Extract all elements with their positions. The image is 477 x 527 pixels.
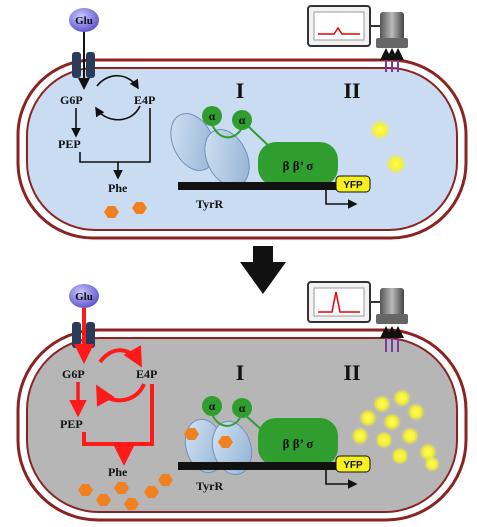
region-label-2: II [343, 78, 360, 103]
rnap-complex [258, 418, 338, 466]
alpha-subunit [232, 110, 252, 130]
glucose-molecule [69, 284, 99, 308]
yfp-fluorescence [370, 120, 390, 140]
tyrr-label: TyrR [196, 479, 223, 493]
phe-molecule [96, 494, 111, 506]
phe-molecule [158, 474, 173, 486]
yfp-gene [335, 455, 371, 473]
transporter-right [86, 52, 95, 78]
pep-label: PEP [58, 137, 81, 151]
rnap-label: β β’ σ [283, 436, 314, 451]
phe-molecule [104, 206, 119, 218]
alpha-subunit [232, 398, 252, 418]
glucose-label: Glu [75, 291, 93, 303]
yfp-label: YFP [343, 180, 363, 191]
detector-head [380, 12, 404, 40]
alpha-subunit [202, 106, 222, 126]
transporter-left [72, 322, 81, 348]
tyrr-protein [211, 420, 253, 476]
rnap-label: β β’ σ [283, 158, 314, 173]
cell-membrane [16, 58, 468, 240]
e4p-label: E4P [134, 93, 155, 107]
region-label-1: I [236, 78, 245, 103]
glucose-label: Glu [75, 15, 93, 27]
alpha-label: α [239, 113, 246, 127]
glucose-molecule [69, 8, 99, 32]
cell-membrane [16, 328, 468, 522]
bottom-panel: Glu G6P E4P PEP Phe α α β β’ σ [16, 281, 468, 522]
e4p-label: E4P [136, 367, 157, 381]
dna-strand [178, 182, 338, 190]
phe-bound [184, 428, 199, 440]
transition-arrow [240, 246, 286, 294]
phe-molecule [124, 498, 139, 510]
alpha-label: α [209, 399, 216, 413]
rnap-complex [258, 142, 338, 186]
signal-trace [318, 26, 360, 35]
detector-head [380, 288, 404, 316]
transporter-left [72, 52, 81, 78]
yfp-fluorescence-cluster [351, 389, 440, 472]
yfp-label: YFP [343, 460, 363, 471]
phe-label: Phe [108, 465, 128, 479]
phe-molecule [132, 202, 147, 214]
phe-molecule [114, 482, 129, 494]
g6p-label: G6P [60, 93, 83, 107]
region-label-2: II [343, 360, 360, 385]
alpha-label: α [209, 109, 216, 123]
dna-strand [178, 462, 338, 470]
yfp-fluorescence [386, 154, 406, 174]
transporter-right [86, 322, 95, 348]
phe-molecule [144, 486, 159, 498]
g6p-label: G6P [62, 367, 85, 381]
signal-trace [318, 291, 360, 313]
top-panel: Glu G6P E4P PEP Phe α α β β’ σ YFP TyrR [16, 5, 468, 240]
yfp-gene [335, 175, 371, 193]
pep-label: PEP [60, 417, 83, 431]
phe-molecule [78, 484, 93, 496]
alpha-label: α [239, 401, 246, 415]
phe-label: Phe [108, 181, 128, 195]
tyrr-label: TyrR [196, 197, 223, 211]
phe-bound [218, 436, 233, 448]
region-label-1: I [236, 360, 245, 385]
alpha-subunit [202, 396, 222, 416]
